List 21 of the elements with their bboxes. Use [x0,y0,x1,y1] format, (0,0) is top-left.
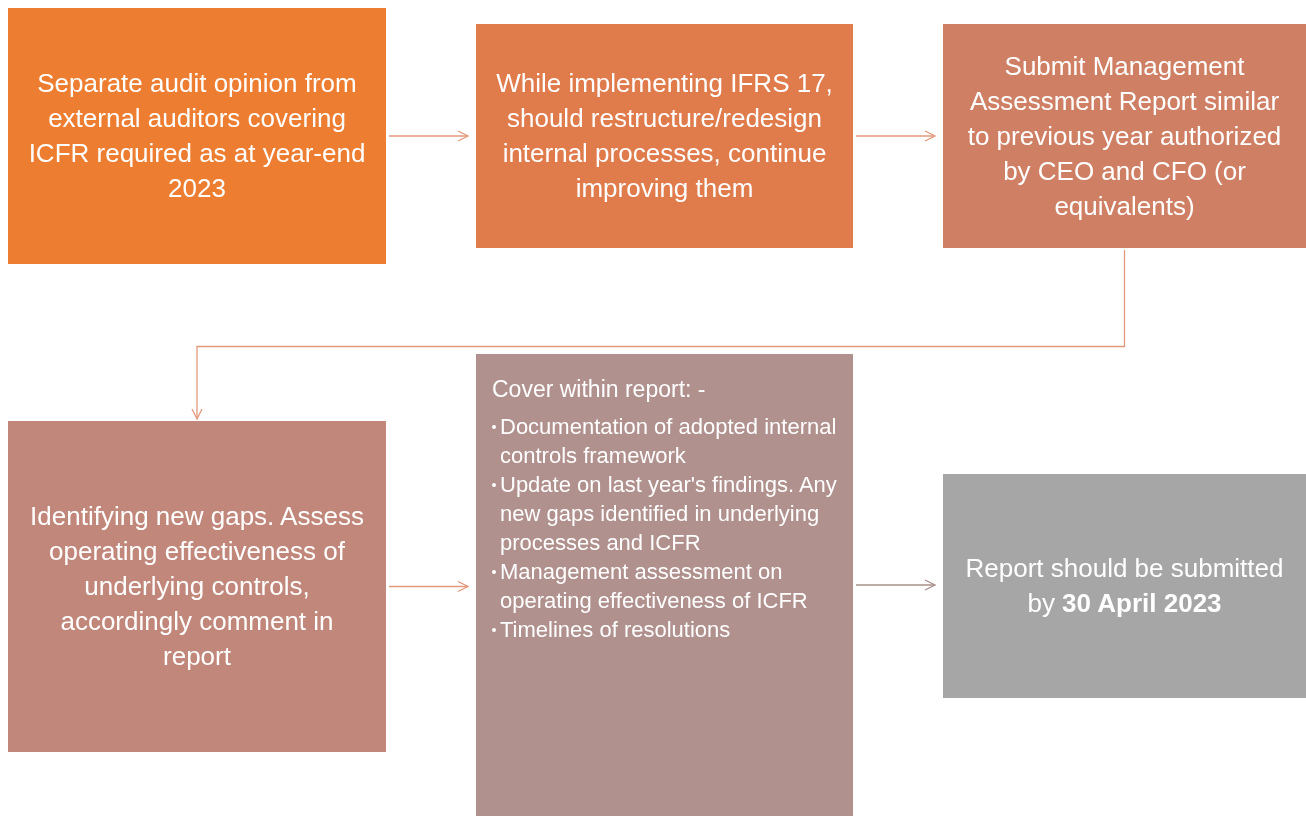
box-text: While implementing IFRS 17, should restructure/redesign internal processes, continue improving them [496,67,833,205]
bullet-text: Timelines of resolutions [500,616,731,644]
arrow [191,249,1126,420]
arrow [388,130,469,142]
box-text: Submit Management Assessment Report similar to previous year authorized by CEO and CFO (or equivalents) [966,49,1283,223]
box-text: Identifying new gaps. Assess operating effectiveness of underlying controls, accordingly comment in report [29,500,365,673]
process-box [8,8,386,264]
process-box [8,421,386,752]
arrow [388,580,469,593]
bullet-text: Management assessment on operating effectiveness of ICFR [500,558,809,615]
process-box [476,354,853,816]
box-text: Report should be submitted by 30 April 2023 [964,552,1285,620]
box-heading: Cover within report: - [492,375,706,404]
box-text: Separate audit opinion from external auditors covering ICFR required as at year-end 2023 [28,67,366,205]
arrow [855,579,936,591]
process-box [476,24,853,248]
bullet-text: Documentation of adopted internal controls framework [500,413,837,470]
bullet-text: Update on last year's findings. Any new gaps identified in underlying processes and ICFR [500,471,837,557]
arrow [855,130,936,142]
process-box [943,474,1306,698]
process-box [943,24,1306,248]
